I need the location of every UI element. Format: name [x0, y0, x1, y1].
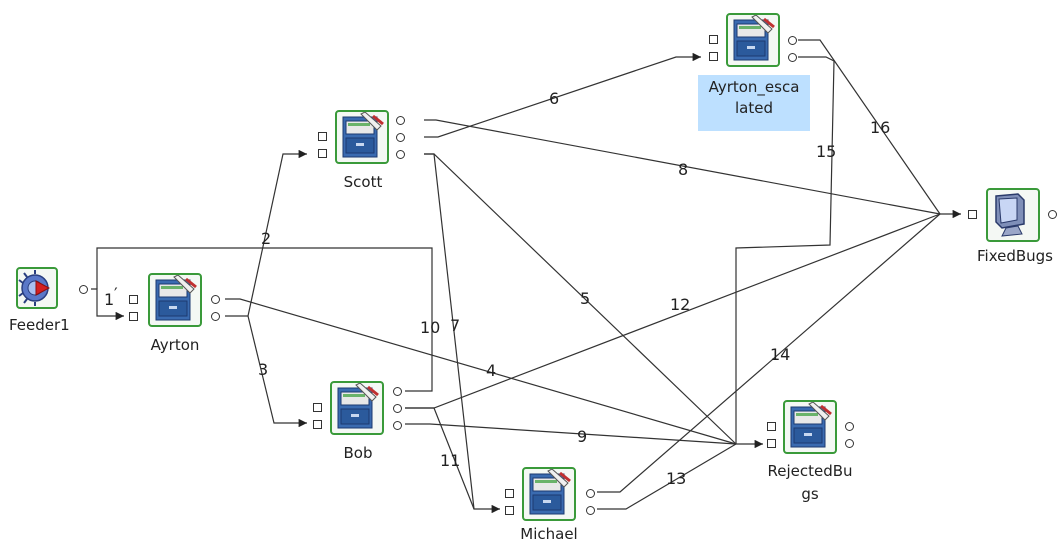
node-label-ayrton-escalated-line-2: lated	[735, 99, 773, 117]
edge-label-1: 1	[104, 290, 114, 309]
edge-label-10: 10	[420, 318, 440, 337]
edge-label-16: 16	[870, 118, 890, 137]
scott-out-port-1[interactable]	[396, 116, 405, 125]
cabinet-icon	[148, 273, 202, 327]
node-label-michael: Michael	[520, 525, 578, 543]
bob-out-port-2[interactable]	[393, 404, 402, 413]
node-label-rejected-bugs-line-2: gs	[801, 485, 819, 503]
feeder-icon	[16, 267, 58, 309]
edge-14[interactable]	[597, 213, 941, 493]
ayrton-out-port-1[interactable]	[211, 295, 220, 304]
edge-label-5: 5	[580, 289, 590, 308]
edge-15[interactable]	[735, 56, 835, 444]
edge-10[interactable]	[96, 247, 433, 392]
edge-7[interactable]	[424, 153, 500, 514]
edge-3[interactable]	[247, 315, 307, 428]
scott-out-port-3[interactable]	[396, 150, 405, 159]
edge-9[interactable]	[405, 423, 763, 449]
feeder1-out-port[interactable]	[79, 285, 88, 294]
edge-13[interactable]	[597, 443, 737, 510]
ayrton-escalated-in-port-2[interactable]	[709, 52, 718, 61]
fixed-bugs-out-port[interactable]	[1048, 210, 1057, 219]
scott-out-port-2[interactable]	[396, 133, 405, 142]
edge-label-13: 13	[666, 469, 686, 488]
edge-16[interactable]	[798, 39, 941, 215]
node-label-feeder1: Feeder1	[9, 316, 70, 334]
fixed-bugs-in-port[interactable]	[968, 210, 977, 219]
edge-6[interactable]	[424, 52, 701, 138]
michael-out-port-1[interactable]	[586, 489, 595, 498]
edge-label-4: 4	[486, 361, 496, 380]
edge-label-6: 6	[549, 89, 559, 108]
monitor-icon	[986, 188, 1040, 242]
cabinet-icon	[522, 467, 576, 521]
ayrton-escalated-out-port-1[interactable]	[788, 36, 797, 45]
edge-label-1-mark: ′	[114, 284, 118, 303]
edge-4[interactable]	[225, 298, 737, 445]
node-label-ayrton-escalated-line-1: Ayrton_esca	[708, 78, 800, 96]
node-label-rejected-bugs: RejectedBu gs	[762, 460, 858, 506]
rejected-bugs-out-port-2[interactable]	[845, 439, 854, 448]
node-label-scott: Scott	[343, 173, 383, 191]
node-label-fixed-bugs: FixedBugs	[976, 247, 1053, 265]
bob-in-port-1[interactable]	[313, 403, 322, 412]
michael-in-port-1[interactable]	[505, 489, 514, 498]
cabinet-icon	[726, 13, 780, 67]
node-label-rejected-bugs-line-1: RejectedBu	[767, 462, 853, 480]
scott-in-port-1[interactable]	[318, 132, 327, 141]
edge-label-9: 9	[577, 427, 587, 446]
ayrton-escalated-out-port-2[interactable]	[788, 53, 797, 62]
cabinet-icon	[330, 381, 384, 435]
node-label-ayrton-escalated: Ayrton_esca lated	[698, 75, 810, 131]
edge-12[interactable]	[405, 213, 941, 409]
edge-1[interactable]	[91, 288, 124, 321]
ayrton-out-port-2[interactable]	[211, 312, 220, 321]
bob-out-port-1[interactable]	[393, 387, 402, 396]
edge-label-15: 15	[816, 142, 836, 161]
edge-8[interactable]	[424, 119, 961, 219]
cabinet-icon	[783, 400, 837, 454]
rejected-bugs-in-port-2[interactable]	[767, 439, 776, 448]
edge-label-7: 7	[450, 316, 460, 335]
edge-label-8: 8	[678, 160, 688, 179]
rejected-bugs-out-port-1[interactable]	[845, 422, 854, 431]
rejected-bugs-in-port-1[interactable]	[767, 422, 776, 431]
node-label-bob: Bob	[343, 444, 373, 462]
ayrton-in-port-1[interactable]	[129, 295, 138, 304]
edge-label-2: 2	[261, 229, 271, 248]
michael-in-port-2[interactable]	[505, 506, 514, 515]
edge-label-12: 12	[670, 295, 690, 314]
bob-in-port-2[interactable]	[313, 420, 322, 429]
michael-out-port-2[interactable]	[586, 506, 595, 515]
edge-label-11: 11	[440, 451, 460, 470]
ayrton-escalated-in-port-1[interactable]	[709, 35, 718, 44]
edge-label-14: 14	[770, 345, 790, 364]
edge-label-3: 3	[258, 360, 268, 379]
bob-out-port-3[interactable]	[393, 421, 402, 430]
scott-in-port-2[interactable]	[318, 149, 327, 158]
node-label-ayrton: Ayrton	[150, 336, 200, 354]
ayrton-in-port-2[interactable]	[129, 312, 138, 321]
cabinet-icon	[335, 110, 389, 164]
edge-2[interactable]	[225, 149, 307, 317]
